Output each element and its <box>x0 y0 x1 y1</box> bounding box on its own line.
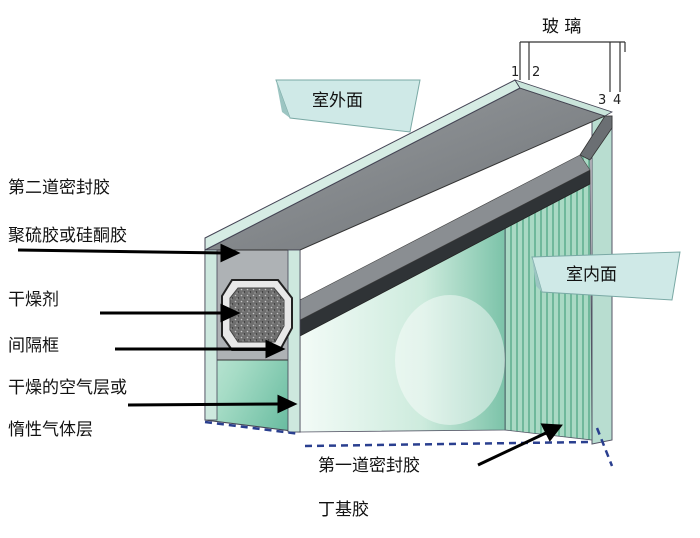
layer-4-label: 4 <box>613 93 621 108</box>
desiccant-fill <box>229 287 285 343</box>
secondary-seal-right <box>579 115 613 161</box>
indoor-tag: 室内面 <box>531 251 681 301</box>
primary-seal-label: 第一道密封胶 <box>318 456 420 476</box>
dashed-bottom <box>304 440 591 448</box>
outdoor-label: 室外面 <box>312 91 363 111</box>
glass-layer-bracket <box>519 41 626 92</box>
desiccant-label: 干燥剂 <box>8 290 59 310</box>
butyl-label: 丁基胶 <box>318 500 369 520</box>
arrowhead-spacer-frame <box>265 339 286 359</box>
arrow-primary-seal <box>477 430 549 467</box>
arrow-secondary-seal <box>17 248 226 255</box>
arrowhead-air-layer <box>277 394 298 414</box>
arrow-air-layer <box>127 402 281 407</box>
dashed-left-bottom <box>204 420 301 436</box>
layer-1-label: 1 <box>511 65 519 80</box>
dashed-boundaries <box>204 420 614 467</box>
section-glass-left <box>204 249 218 421</box>
glass-unit <box>204 79 613 445</box>
arrowhead-secondary-seal <box>220 243 241 263</box>
secondary-seal-label: 第二道密封胶 <box>8 178 110 198</box>
layer-2-label: 2 <box>532 65 540 80</box>
spacer-frame-label: 间隔框 <box>8 336 59 356</box>
reflection-highlight <box>395 295 505 425</box>
layer-3-label: 3 <box>598 93 606 108</box>
arrowhead-primary-seal <box>540 423 563 442</box>
dashed-right <box>595 427 614 467</box>
secondary-seal-material-label: 聚硫胶或硅酮胶 <box>8 226 127 246</box>
glass-title: 玻 璃 <box>542 17 581 37</box>
air-layer-label: 干燥的空气层或 <box>8 378 127 398</box>
inert-gas-label: 惰性气体层 <box>8 420 93 440</box>
arrows <box>17 243 563 467</box>
outdoor-tag: 室外面 <box>275 79 421 133</box>
indoor-label: 室内面 <box>566 265 617 285</box>
arrowhead-desiccant <box>220 303 241 323</box>
